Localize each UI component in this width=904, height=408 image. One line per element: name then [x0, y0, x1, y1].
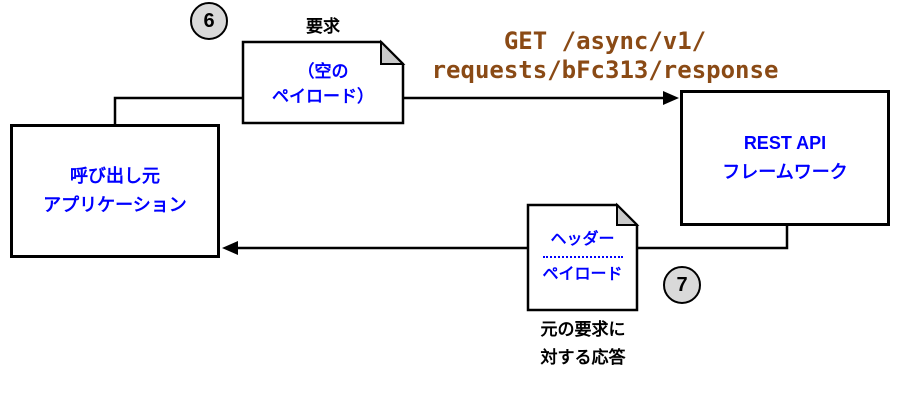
response-document-fold-icon — [616, 202, 640, 226]
http-request-text: GET /async/v1/ requests/bFc313/response — [400, 27, 810, 85]
caller-application-box: 呼び出し元 アプリケーション — [10, 124, 220, 258]
response-caption-line1: 元の要求に — [540, 320, 626, 339]
caller-box-line2: アプリケーション — [43, 195, 187, 215]
request-doc-title: 要求 — [306, 17, 340, 36]
http-request-line1: GET /async/v1/ — [503, 27, 707, 55]
request-arrow-line — [113, 96, 665, 125]
http-request-line2: requests/bFc313/response — [431, 56, 779, 84]
rest-box-line1: REST API — [743, 133, 827, 153]
step-badge-7: 7 — [663, 266, 701, 304]
step-badge-6-number: 6 — [203, 9, 215, 32]
response-arrow-line — [238, 225, 789, 250]
request-document-shape — [241, 40, 405, 125]
response-caption-line2: 対する応答 — [540, 348, 626, 367]
step-badge-7-number: 7 — [676, 273, 688, 296]
request-document-fold-icon — [380, 39, 406, 65]
rest-box-line2: フレームワーク — [722, 162, 848, 182]
caller-box-line1: 呼び出し元 — [70, 166, 160, 186]
step-badge-6: 6 — [190, 2, 228, 40]
response-caption: 元の要求に 対する応答 — [503, 316, 663, 372]
request-arrowhead-icon — [663, 91, 679, 105]
response-arrowhead-icon — [222, 241, 238, 255]
rest-api-framework-box: REST API フレームワーク — [680, 90, 890, 226]
